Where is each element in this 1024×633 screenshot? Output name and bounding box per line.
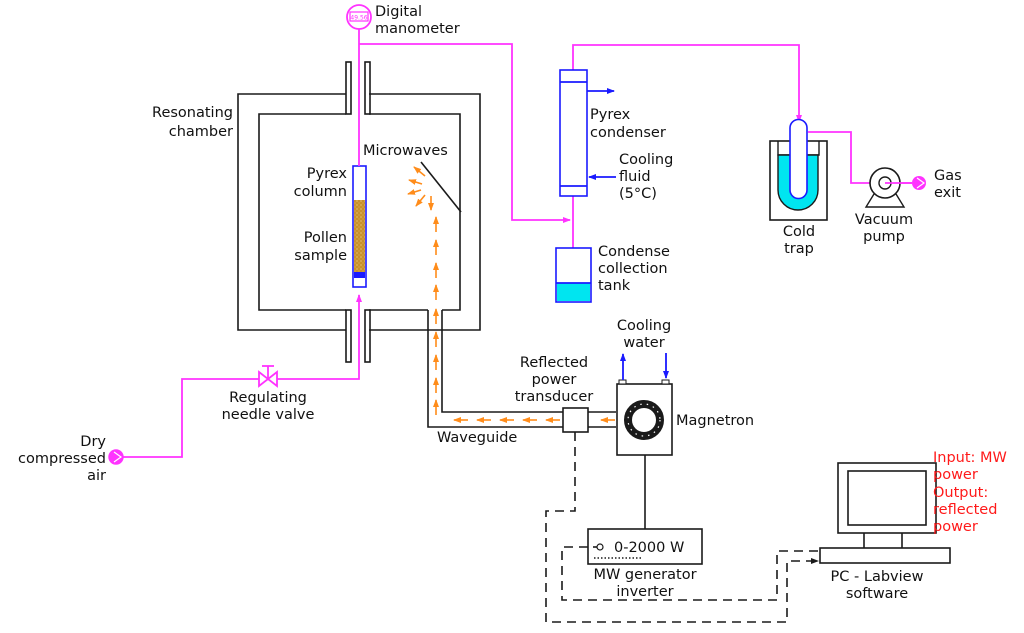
label-pollen-1: Pollen [304,230,347,246]
label-waveguide: Waveguide [437,430,517,446]
label-cooling-fluid-2: fluid [619,169,651,185]
label-io-4: reflected [933,502,997,518]
label-resonating-2: chamber [169,124,233,140]
label-digital-manometer-2: manometer [375,21,460,37]
manometer-display: 49.56 [350,15,367,22]
label-tank-2: collection [598,261,668,277]
label-cooling-fluid-3: (5°C) [619,186,657,202]
microwave-arrows [407,166,615,423]
digital-manometer: 49.56 [346,4,372,30]
label-io-2: power [933,467,978,483]
generator-display: 0-2000 W [614,540,684,556]
label-dry-air-2: compressed [18,451,106,467]
signal-lines [545,432,819,623]
label-pc-1: PC - Labview [831,569,924,585]
reflected-power-transducer [562,407,589,433]
label-tank-1: Condense [598,244,670,260]
label-cooling-water-1: Cooling [617,318,671,334]
vacuum-pump [864,167,912,208]
label-transducer-2: power [532,372,577,388]
label-vacuum-pump-2: pump [863,229,905,245]
label-cooling-water-2: water [623,335,664,351]
label-pc-2: software [846,586,908,602]
label-valve-1: Regulating [229,390,307,406]
label-gas-exit-2: exit [934,185,961,201]
label-cooling-fluid-1: Cooling [619,152,673,168]
pc-computer [819,462,951,564]
label-tank-3: tank [598,278,631,294]
pollen-sample [354,200,365,272]
label-magnetron: Magnetron [676,413,754,429]
cold-trap [769,118,828,221]
label-io-5: power [933,519,978,535]
label-pollen-2: sample [294,248,347,264]
label-pyrex-column-1: Pyrex [307,166,348,182]
label-transducer-3: transducer [515,389,594,405]
resonating-chamber [237,61,481,363]
label-pyrex-column-2: column [294,184,347,200]
magnetron [616,353,673,529]
condense-collection-tank [555,247,592,303]
mw-generator: 0-2000 W [587,528,703,565]
label-transducer-1: Reflected [520,355,588,371]
label-dry-air-3: air [87,468,106,484]
label-resonating-1: Resonating [152,105,233,121]
label-condenser-2: condenser [590,125,666,141]
label-io-3: Output: [933,485,988,501]
pyrex-column [352,165,367,288]
gas-exit-icon [912,176,926,190]
label-condenser-1: Pyrex [590,107,631,123]
label-dry-air-1: Dry [80,434,106,450]
needle-valve-icon [258,365,278,388]
label-io-1: Input: MW [933,450,1007,466]
label-vacuum-pump-1: Vacuum [855,212,913,228]
label-generator-1: MW generator [593,567,696,583]
waveguide [427,310,616,428]
labels: Digital manometer Resonating chamber Mic… [18,4,1007,602]
pyrex-condenser [559,69,616,197]
air-inlet-icon [108,449,124,465]
label-generator-2: inverter [616,584,673,600]
label-gas-exit-1: Gas [934,168,962,184]
label-digital-manometer-1: Digital [375,4,422,20]
label-cold-trap-2: trap [784,241,814,257]
label-microwaves: Microwaves [363,143,448,159]
label-cold-trap-1: Cold [783,224,815,240]
label-valve-2: needle valve [222,407,315,423]
